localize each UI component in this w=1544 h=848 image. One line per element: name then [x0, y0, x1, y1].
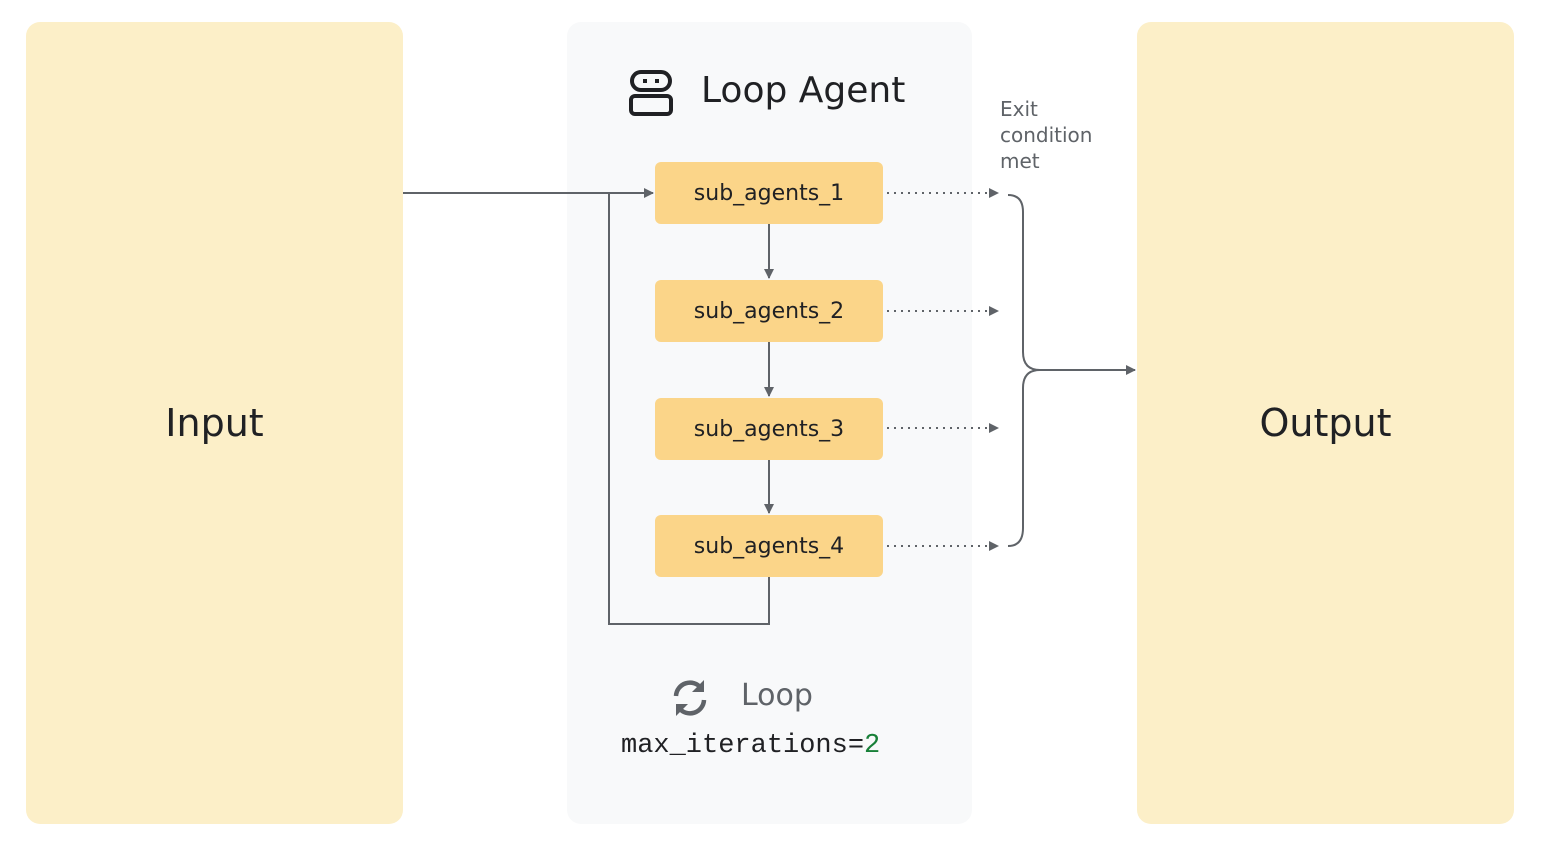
- output-panel: Output: [1137, 22, 1514, 824]
- loop-arrows-icon: [673, 680, 707, 716]
- max-iterations-value: 2: [864, 731, 881, 761]
- output-label: Output: [1259, 401, 1392, 445]
- robot-icon: [629, 70, 673, 116]
- loop-label: Loop: [741, 678, 813, 713]
- exit-brace: [1007, 194, 1041, 547]
- sub-agent-label: sub_agents_1: [693, 180, 845, 206]
- sub-agent-label: sub_agents_2: [693, 298, 845, 324]
- input-label: Input: [165, 401, 264, 445]
- loop-agent-title: Loop Agent: [701, 70, 906, 111]
- max-iterations-key: max_iterations=: [621, 731, 865, 761]
- max-iterations-setting: max_iterations=2: [621, 731, 880, 761]
- sub-agent-4: sub_agents_4: [655, 515, 883, 577]
- exit-condition-label: Exit condition met: [1000, 97, 1093, 173]
- sub-agent-1: sub_agents_1: [655, 162, 883, 224]
- loop-back-line: [608, 193, 770, 625]
- input-panel: Input: [26, 22, 403, 824]
- sub-agent-label: sub_agents_3: [693, 416, 845, 442]
- sub-agent-3: sub_agents_3: [655, 398, 883, 460]
- sub-agent-label: sub_agents_4: [693, 533, 845, 559]
- sub-agent-2: sub_agents_2: [655, 280, 883, 342]
